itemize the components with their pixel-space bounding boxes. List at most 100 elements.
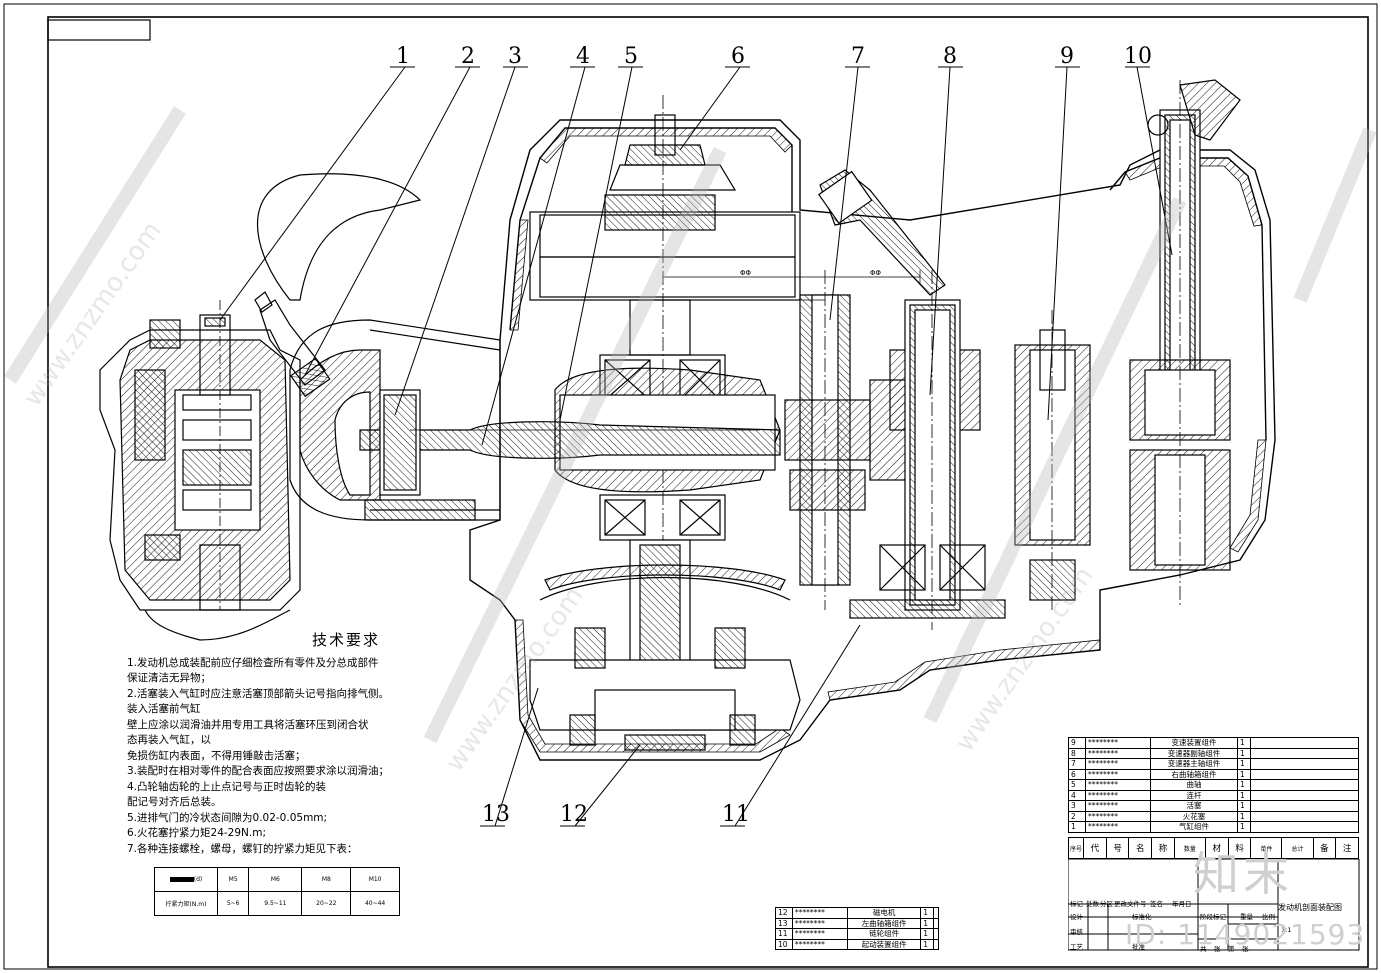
- bom-cell-qty: 1: [1237, 821, 1251, 833]
- bom-header-cell: 代: [1083, 837, 1107, 859]
- tech-req-line: 6.火花塞拧紧力矩24-29N.m;: [127, 827, 266, 839]
- bom-cell-blank: [1250, 800, 1359, 812]
- bom-cell-name: 右曲轴箱组件: [1150, 768, 1238, 780]
- outer-frame: [3, 3, 1378, 970]
- bom-cell-no: 13: [775, 917, 793, 929]
- bom-cell-blank: [933, 928, 939, 940]
- bom-cell-name: 火花塞: [1150, 810, 1238, 822]
- tb-label: 第: [1228, 945, 1235, 953]
- tech-req-title: 技术要求: [312, 631, 381, 649]
- dim-mark: ΦΦ: [740, 269, 752, 277]
- torque-value: 5~6: [216, 891, 250, 916]
- tech-req-line: 免损伤缸内表面，不得用锤敲击活塞；: [127, 750, 306, 762]
- bom-cell-code: ********: [791, 938, 849, 950]
- part-label-1: 1: [396, 44, 410, 69]
- tech-req-line: 壁上应涂以润滑油并用专用工具将活塞环压到闭合状: [127, 719, 369, 731]
- bom-header-cell: 数量: [1173, 837, 1206, 859]
- inner-frame: [47, 16, 1369, 968]
- tb-label: 张: [1242, 945, 1249, 953]
- bom-cell-no: 3: [1068, 800, 1086, 812]
- tech-req-line: 4.凸轮轴齿轮的上止点记号与正时齿轮的装: [127, 781, 327, 793]
- bom-cell-no: 10: [775, 938, 793, 950]
- leader-lines: [219, 66, 1173, 827]
- bom-cell-code: ********: [791, 907, 849, 919]
- torque-value: 40~44: [350, 891, 400, 916]
- bom-header-cell: 注: [1335, 837, 1359, 859]
- torque-value: 9.5~11: [248, 891, 303, 916]
- bom-cell-code: ********: [1085, 800, 1151, 812]
- bom-header-cell: 称: [1151, 837, 1175, 859]
- bom-cell-name: 变速装置组件: [1150, 737, 1238, 749]
- upper-flywheel: [529, 95, 801, 620]
- neutral-switch: [818, 169, 946, 296]
- bom-cell-code: ********: [1085, 737, 1151, 749]
- transmission-main-shaft: [784, 270, 916, 610]
- torque-row-label: 拧紧力矩(N.m): [154, 891, 218, 916]
- bom-cell-name: 链轮组件: [847, 928, 922, 940]
- bom-cell-blank: [1250, 758, 1359, 770]
- fan-shroud: [256, 173, 422, 301]
- tb-label: 工艺: [1070, 943, 1083, 951]
- bom-header: 序号 代 号 名 称 数量 材 料 单件 总计 备 注: [1068, 837, 1359, 859]
- bom-cell-qty: 1: [1237, 768, 1251, 780]
- bom-cell-qty: 1: [1237, 779, 1251, 791]
- part-label-6: 6: [731, 44, 745, 69]
- dimension-lines: [410, 270, 921, 431]
- bom-cell-code: ********: [791, 917, 849, 929]
- bom-cell-no: 7: [1068, 758, 1086, 770]
- bom-header-cell: 备: [1312, 837, 1337, 859]
- torque-value: 20~22: [301, 891, 352, 916]
- tb-label: 批准: [1132, 943, 1145, 951]
- tech-req-line: 态再装入气缸，以: [127, 734, 211, 746]
- tech-req-line: 3.装配时在相对零件的配合表面应按照要求涂以润滑油；: [127, 765, 390, 777]
- drawing-title: 发动机剖面装配图: [1278, 903, 1342, 912]
- bom-cell-no: 11: [775, 928, 793, 940]
- watermark-stripes: [4, 106, 1377, 744]
- bom-cell-qty: 1: [920, 938, 934, 950]
- bom-cell-blank: [1250, 810, 1359, 822]
- bom-cell-qty: 1: [920, 917, 934, 929]
- bom-cell-no: 8: [1068, 747, 1086, 759]
- bom-cell-name: 变速器副轴组件: [1150, 747, 1238, 759]
- part-label-4: 4: [576, 44, 590, 69]
- bom-cell-blank: [1250, 768, 1359, 780]
- bom-cell-blank: [1250, 737, 1359, 749]
- bom-header-cell: 总计: [1281, 837, 1314, 859]
- bom-cell-qty: 1: [920, 928, 934, 940]
- bolt-size-swatch: [169, 877, 194, 882]
- bom-cell-qty: 1: [1237, 737, 1251, 749]
- tb-label: 标准化: [1132, 913, 1152, 921]
- transmission-counter-shaft: [849, 270, 1006, 630]
- bom-cell-blank: [1250, 821, 1359, 833]
- title-block-grid: [1068, 859, 1360, 951]
- bom-cell-name: 气缸组件: [1150, 821, 1238, 833]
- tech-req-line: 1.发动机总成装配前应仔细检查所有零件及分总成部件: [127, 657, 379, 669]
- bom-cell-no: 1: [1068, 821, 1086, 833]
- bom-cell-code: ********: [1085, 810, 1151, 822]
- bom-cell-no: 2: [1068, 810, 1086, 822]
- torque-header-d: (d): [154, 867, 218, 892]
- bom-header-cell: 序号: [1068, 837, 1084, 859]
- part-label-5: 5: [624, 44, 638, 69]
- bom-cell-no: 12: [775, 907, 793, 919]
- bom-cell-no: 9: [1068, 737, 1086, 749]
- bom-cell-code: ********: [1085, 821, 1151, 833]
- kick-start-assembly: [1129, 79, 1241, 605]
- crankcase-hatched-walls: [509, 127, 1267, 753]
- torque-table: (d) M5 M6 M8 M10 拧紧力矩(N.m) 5~6 9.5~11 20…: [154, 867, 400, 916]
- bom-cell-code: ********: [1085, 779, 1151, 791]
- brand-logo: 知末: [1193, 847, 1293, 901]
